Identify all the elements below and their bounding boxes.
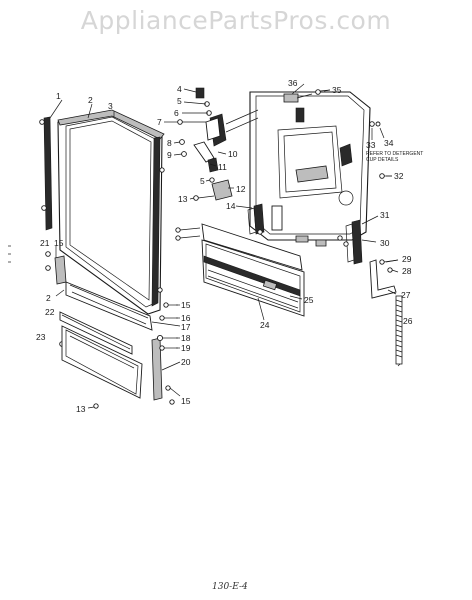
- callout-15b: 15: [181, 300, 191, 310]
- callout-7: 7: [157, 117, 162, 127]
- callout-5b: 5: [200, 176, 205, 186]
- callout-22: 22: [45, 307, 55, 317]
- callout-23: 23: [36, 332, 46, 342]
- callout-15c: 15: [181, 396, 191, 406]
- callout-29: 29: [402, 254, 412, 264]
- leader-lines: [49, 83, 401, 371]
- bracket-27: [369, 259, 397, 299]
- callout-34: 34: [384, 138, 394, 148]
- callout-11: 11: [218, 162, 227, 172]
- hinge-parts: [177, 87, 259, 201]
- bracket-21: [45, 251, 67, 285]
- callout-18: 18: [181, 333, 191, 343]
- left-side-trim: [39, 116, 53, 231]
- callout-15: 15: [54, 238, 64, 248]
- spring-26: [395, 295, 403, 365]
- callout-17: 17: [181, 322, 191, 332]
- callout-35: 35: [332, 85, 342, 95]
- callout-6: 6: [174, 108, 179, 118]
- callout-16: 16: [181, 313, 191, 323]
- callout-33: 33: [366, 140, 376, 150]
- detergent-note-line-1: REFER TO DETERGENT: [366, 151, 423, 157]
- callout-32: 32: [394, 171, 404, 181]
- callout-13: 13: [178, 194, 188, 204]
- callout-19: 19: [181, 343, 191, 353]
- callout-4: 4: [177, 84, 182, 94]
- watermark-logo: AppliancePartsPros.com: [80, 6, 392, 35]
- callout-2: 2: [88, 95, 93, 105]
- callout-12: 12: [236, 184, 246, 194]
- callout-36: 36: [288, 78, 298, 88]
- edge-tick-marks: [8, 245, 11, 263]
- callout-28: 28: [402, 266, 412, 276]
- callout-2b: 2: [46, 293, 51, 303]
- callout-5: 5: [177, 96, 182, 106]
- toe-strip-19: [61, 325, 143, 399]
- callout-labels: 1 2 3 4 5 6 7 8 9 10 11 5 12 13 14 21 15…: [36, 78, 423, 414]
- callout-1: 1: [56, 91, 61, 101]
- hinge-bracket-31: [345, 219, 363, 265]
- outer-door-panel: [57, 109, 165, 315]
- callout-3: 3: [108, 101, 113, 111]
- callout-10: 10: [228, 149, 238, 159]
- callout-20: 20: [181, 357, 191, 367]
- callout-30: 30: [380, 238, 390, 248]
- callout-13b: 13: [76, 404, 86, 414]
- kick-plate-22: [65, 281, 153, 331]
- callout-26: 26: [403, 316, 413, 326]
- right-side-trim: [151, 136, 165, 307]
- callout-25: 25: [304, 295, 314, 305]
- fasteners-lower-left: [87, 302, 181, 409]
- callout-9: 9: [167, 150, 172, 160]
- diagram-code: 130-E-4: [212, 582, 248, 592]
- callout-21: 21: [40, 238, 50, 248]
- hinge-bracket-14: [247, 203, 265, 235]
- door-bottom-channel-24: [201, 223, 305, 317]
- detergent-note-line-2: CUP DETAILS: [366, 157, 399, 163]
- callout-14: 14: [226, 201, 236, 211]
- callout-24: 24: [260, 320, 270, 330]
- callout-8: 8: [167, 138, 172, 148]
- callout-27: 27: [401, 290, 411, 300]
- callout-31: 31: [380, 210, 390, 220]
